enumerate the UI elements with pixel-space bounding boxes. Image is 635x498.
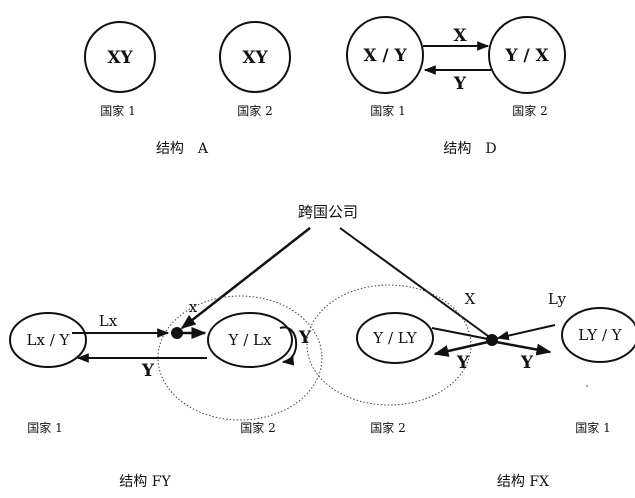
x-line [431, 327, 489, 340]
y-arrow-left [433, 340, 489, 357]
mnc-to-fx-line [339, 227, 489, 337]
arrow-label: Y [520, 353, 534, 373]
caption: 结构 D [443, 141, 496, 157]
production-node [171, 327, 183, 339]
arrow-label: Y [298, 328, 312, 348]
structure-fy: Lx / Y Y / Lx Lx x Y Y 国家 1 国家 2 结构 FY [9, 295, 323, 490]
node-label: LY / Y [578, 326, 622, 344]
ly-arrow [496, 324, 556, 341]
loop-arrow [279, 326, 298, 366]
node-label: Y / LY [372, 329, 417, 347]
arrow-label: Y [453, 74, 467, 94]
arrow-label: Ly [548, 290, 567, 308]
country2-label: 国家 2 [512, 103, 547, 118]
country2-node [207, 312, 293, 368]
country2-node [488, 16, 566, 94]
country1-node [561, 307, 635, 363]
node-label: Y / X [504, 46, 549, 66]
structure-fx: Y / LY LY / Y X Ly Y Y 国家 2 国家 1 结构 FX [306, 284, 635, 490]
arrow-label: Y [456, 353, 470, 373]
country1-node [346, 16, 424, 94]
country1-label: 国家 1 [100, 103, 135, 118]
country2-label: 国家 2 [240, 420, 275, 435]
country1-label: 国家 1 [370, 103, 405, 118]
node-label: Y / Lx [228, 331, 272, 349]
country1-node [84, 21, 156, 93]
arrow-label: X [465, 290, 476, 308]
country1-node [9, 312, 87, 368]
node-label: XY [242, 48, 268, 68]
caption: 结构 FX [497, 474, 549, 490]
production-node [486, 334, 498, 346]
arrow-label: Y [141, 361, 155, 381]
country2-node [219, 21, 291, 93]
structure-a: XY XY 国家 1 国家 2 结构 A [84, 21, 291, 157]
country1-label: 国家 1 [575, 420, 610, 435]
speck [586, 385, 588, 387]
arrow-label: Lx [99, 312, 118, 330]
y-arrow-right [495, 340, 552, 356]
mnc-to-fy-line [180, 227, 311, 329]
caption: 结构 FY [119, 474, 171, 490]
country1-label: 国家 1 [27, 420, 62, 435]
caption: 结构 A [156, 141, 209, 157]
structure-d: X / Y Y / X X Y 国家 1 国家 2 结构 D [346, 16, 566, 157]
country2-node [356, 312, 434, 364]
country2-label: 国家 2 [370, 420, 405, 435]
mnc-label: 跨国公司 [298, 203, 358, 221]
node-label: X / Y [363, 46, 407, 66]
node-label: Lx / Y [27, 331, 71, 349]
node-label: XY [107, 48, 133, 68]
country2-label: 国家 2 [237, 103, 272, 118]
arrow-label: X [453, 26, 467, 46]
country2-boundary [157, 295, 323, 421]
arrow-label: x [189, 298, 198, 316]
